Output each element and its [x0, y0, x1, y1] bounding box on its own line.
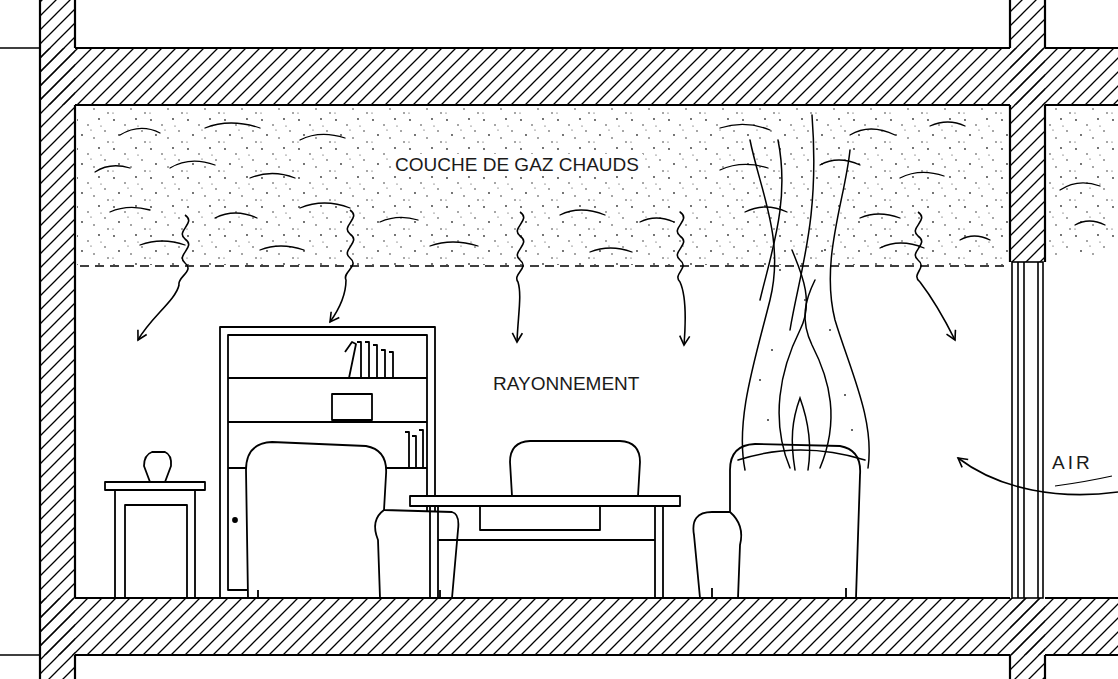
gas-layer-band: COUCHE DE GAZ CHAUDS — [75, 105, 1010, 265]
door-frame — [1012, 262, 1043, 598]
furniture — [105, 327, 860, 598]
air-label: AIR — [1049, 452, 1096, 474]
radiation-label: RAYONNEMENT — [490, 373, 642, 395]
layer-title: COUCHE DE GAZ CHAUDS — [391, 154, 643, 176]
radiation-arrows — [138, 210, 955, 345]
flame-plume — [738, 115, 869, 470]
hot-gas-layer — [77, 107, 1116, 266]
